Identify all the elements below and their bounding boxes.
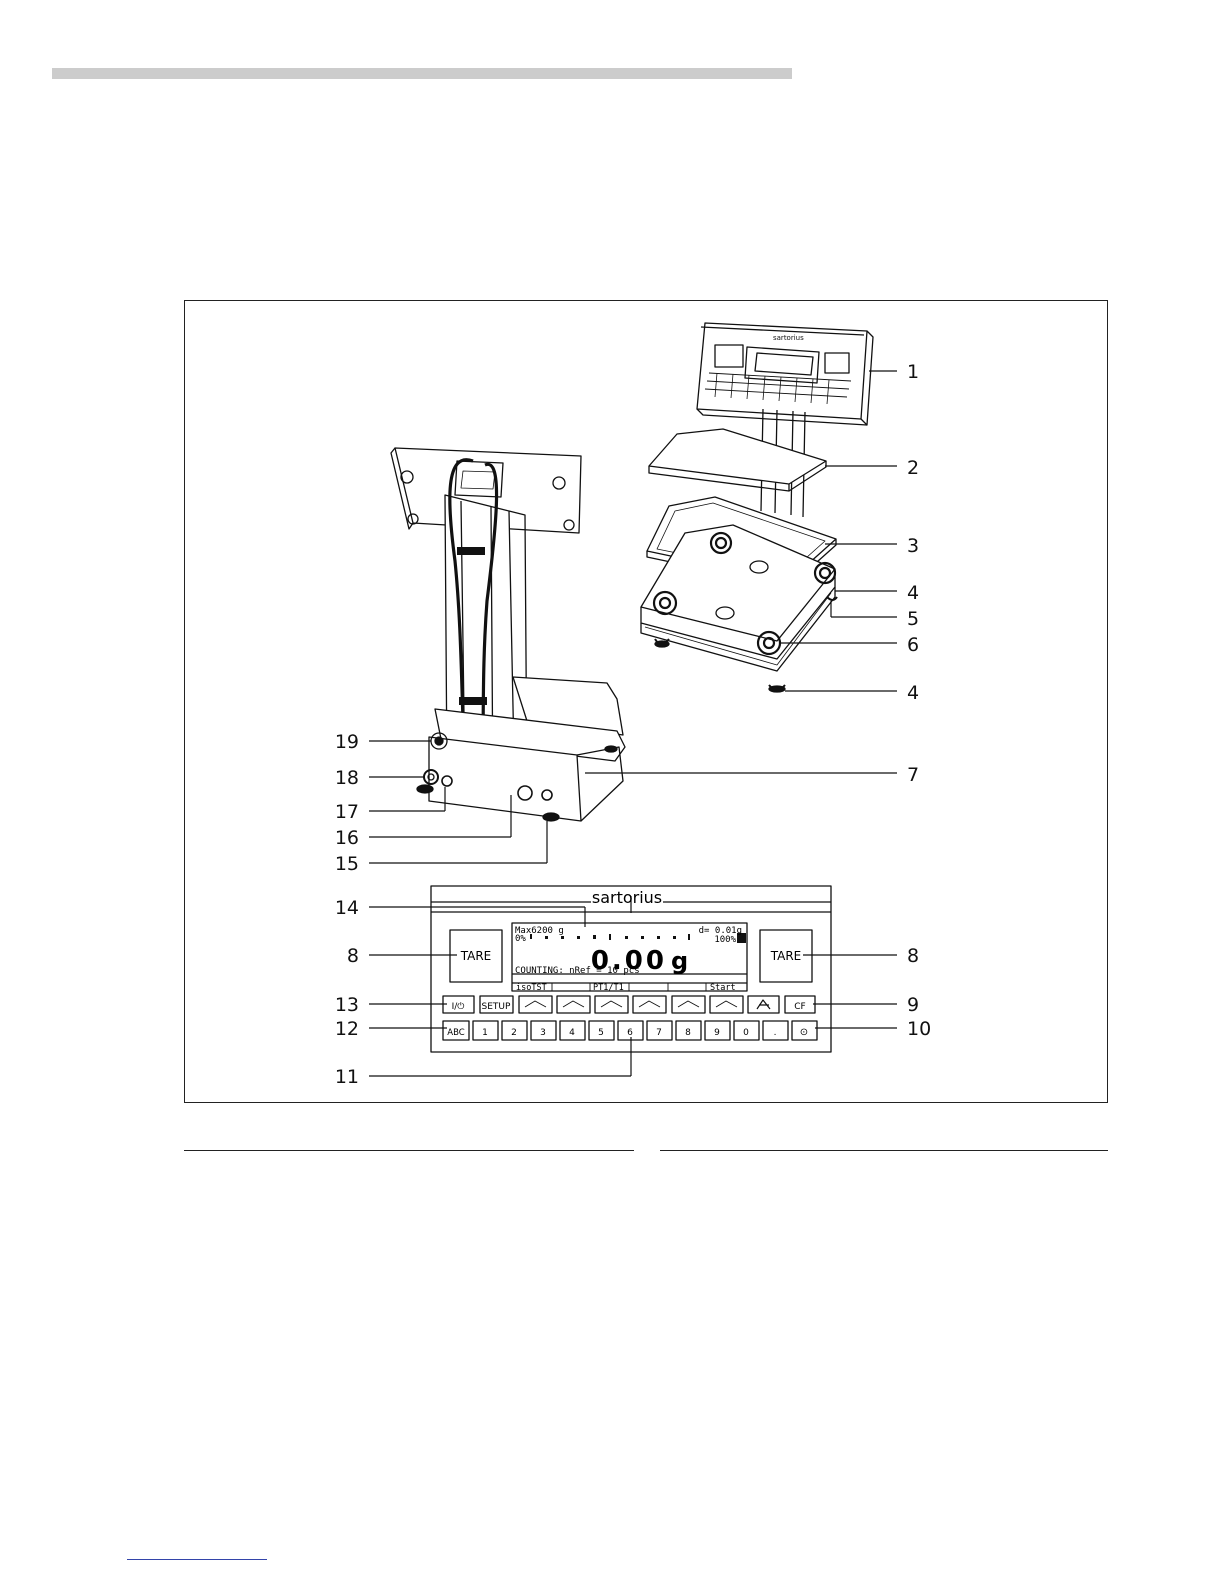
callout-16: 16 <box>335 827 359 849</box>
callout-14: 14 <box>335 897 359 919</box>
callout-10: 10 <box>907 1018 931 1040</box>
divider-right <box>660 1150 1108 1151</box>
number-key-2[interactable]: 2 <box>511 1028 517 1038</box>
cf-key[interactable]: CF <box>794 1002 805 1012</box>
svg-text:sartorius: sartorius <box>773 334 804 342</box>
callout-3: 3 <box>907 535 919 557</box>
display-bar-low: 0% <box>515 934 526 944</box>
base-drawing <box>641 525 837 692</box>
callout-18: 18 <box>335 767 359 789</box>
number-key-3[interactable]: 3 <box>540 1028 546 1038</box>
callout-5: 5 <box>907 608 919 630</box>
number-key-8[interactable]: 8 <box>685 1028 691 1038</box>
callout-4-bottom: 4 <box>907 682 919 704</box>
callout-8-left: 8 <box>347 945 359 967</box>
display-status-line: COUNTING: nRef = 10 pcs <box>515 966 640 976</box>
callout-8-right: 8 <box>907 945 919 967</box>
callout-6: 6 <box>907 634 919 656</box>
callout-9: 9 <box>907 994 919 1016</box>
display-softkey-6: Start <box>710 983 736 993</box>
display-weight-unit: g <box>671 947 688 975</box>
decimal-point-key[interactable]: . <box>774 1028 777 1038</box>
callout-4-top: 4 <box>907 582 919 604</box>
number-key-6[interactable]: 6 <box>627 1028 633 1038</box>
callout-13: 13 <box>335 994 359 1016</box>
onoff-key[interactable]: I/⏻ <box>452 1001 465 1012</box>
number-key-1[interactable]: 1 <box>482 1028 488 1038</box>
header-bar <box>52 68 792 79</box>
figure-frame: sartorius <box>184 300 1108 1103</box>
scale-diagram: sartorius <box>185 301 1109 1104</box>
number-key-9[interactable]: 9 <box>714 1028 720 1038</box>
callout-12: 12 <box>335 1018 359 1040</box>
weighing-pan-drawing <box>649 429 826 491</box>
display-softkey-1: isoTST <box>516 983 547 993</box>
tare-key-left[interactable]: TARE <box>460 949 492 963</box>
number-key-5[interactable]: 5 <box>598 1028 604 1038</box>
callout-2: 2 <box>907 457 919 479</box>
brand-label: sartorius <box>592 888 662 907</box>
divider-left <box>184 1150 634 1151</box>
display-terminal-drawing: sartorius <box>697 323 873 517</box>
callout-19: 19 <box>335 731 359 753</box>
number-key-4[interactable]: 4 <box>569 1028 575 1038</box>
display-softkey-3: PT1/T1 <box>593 983 624 993</box>
display-bar-high: 100% <box>714 935 736 945</box>
number-key-0[interactable]: 0 <box>743 1028 749 1038</box>
callout-1: 1 <box>907 361 919 383</box>
callout-11: 11 <box>335 1066 359 1088</box>
assembled-scale-drawing <box>391 448 625 821</box>
setup-key[interactable]: SETUP <box>482 1002 511 1012</box>
callout-7: 7 <box>907 764 919 786</box>
number-key-7[interactable]: 7 <box>656 1028 662 1038</box>
tare-key-right[interactable]: TARE <box>770 949 802 963</box>
enter-key[interactable]: ⊙ <box>800 1027 808 1038</box>
callout-17: 17 <box>335 801 359 823</box>
abc-key[interactable]: ABC <box>447 1028 464 1038</box>
footer-link-line <box>127 1559 267 1560</box>
callout-15: 15 <box>335 853 359 875</box>
